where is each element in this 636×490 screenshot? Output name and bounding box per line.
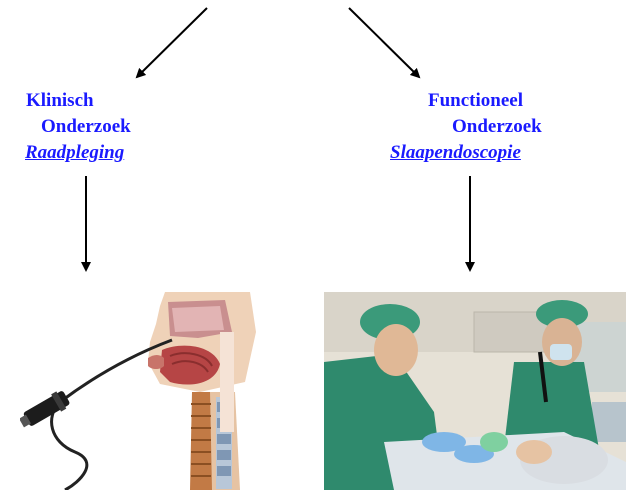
right-title-line1: Functioneel: [428, 90, 523, 112]
slaapendoscopie-link[interactable]: Slaapendoscopie: [390, 142, 521, 164]
left-title-line1: Klinisch: [26, 90, 94, 112]
left-title-line2: Onderzoek: [41, 116, 131, 138]
raadpleging-link[interactable]: Raadpleging: [25, 142, 124, 164]
right-title-line2: Onderzoek: [452, 116, 542, 138]
arrow-top-left: [137, 8, 207, 77]
arrow-top-right: [349, 8, 419, 77]
anatomy-endoscope-illustration: [20, 292, 265, 490]
sleep-endoscopy-photo: [324, 292, 626, 490]
